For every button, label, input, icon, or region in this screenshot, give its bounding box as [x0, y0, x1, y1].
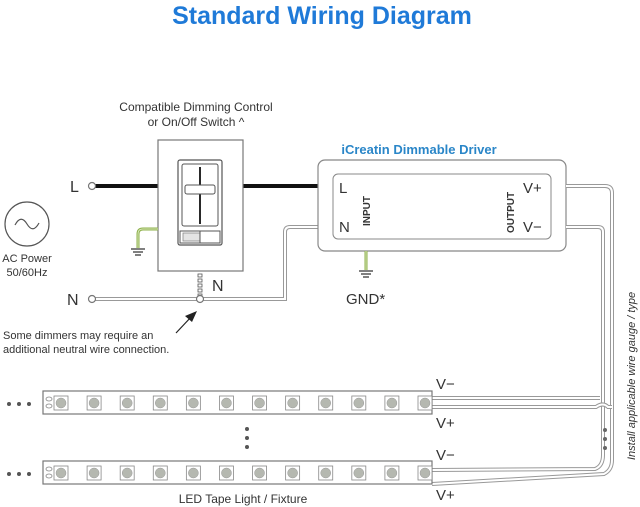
- driver-title: iCreatin Dimmable Driver: [341, 142, 496, 157]
- neutral-wire: [95, 225, 318, 301]
- led-emitter: [55, 397, 67, 409]
- led-emitter: [287, 467, 298, 479]
- strip1-vpos-label: V+: [436, 415, 455, 432]
- solder-pad: [45, 403, 53, 409]
- strip2-vneg-label: V−: [436, 447, 455, 464]
- led-emitter: [188, 397, 199, 409]
- led-emitter: [221, 397, 232, 409]
- led-emitter: [155, 397, 166, 409]
- led-strip-1: [42, 390, 433, 415]
- led-emitter: [254, 467, 265, 479]
- dimmable-driver: [317, 159, 567, 252]
- wire-continuation-dots: [603, 428, 607, 450]
- wire-gauge-note: Install applicable wire gauge / type: [626, 292, 638, 460]
- led-emitter: [419, 467, 431, 479]
- led-emitter: [254, 397, 265, 409]
- led-emitter: [88, 397, 100, 409]
- strip-stack-dots: [245, 427, 249, 449]
- led-emitter: [221, 467, 232, 479]
- led-emitter: [121, 397, 133, 409]
- driver-input-label: INPUT: [362, 196, 373, 226]
- ac-power-label: AC Power: [2, 253, 52, 265]
- led-strip-label: LED Tape Light / Fixture: [179, 492, 308, 506]
- note-line1: Some dimmers may require an: [3, 330, 153, 342]
- neutral-tap-label: N: [212, 278, 224, 295]
- driver-input-n: N: [339, 219, 350, 236]
- strip2-left-dots: [7, 472, 31, 476]
- diagram-title: Standard Wiring Diagram: [172, 2, 472, 30]
- neutral-label: N: [67, 292, 79, 309]
- led-emitter: [353, 397, 365, 409]
- dimmer-label-line1: Compatible Dimming Control: [119, 100, 272, 114]
- neutral-junction: [195, 294, 205, 304]
- strip1-left-dots: [7, 402, 31, 406]
- driver-ground-icon: [359, 251, 373, 278]
- output-wires: [431, 184, 614, 486]
- led-emitter: [88, 467, 100, 479]
- dimmer-switch: [157, 139, 244, 272]
- ac-source-icon: [4, 201, 50, 247]
- neutral-terminal: [87, 294, 97, 304]
- ac-frequency-label: 50/60Hz: [7, 267, 48, 279]
- led-emitter: [419, 397, 431, 409]
- dimmer-ground-icon: [131, 227, 158, 256]
- driver-output-label: OUTPUT: [506, 192, 517, 233]
- led-emitter: [188, 467, 199, 479]
- driver-ground-label: GND*: [346, 291, 385, 308]
- driver-output-vpos: V+: [523, 180, 542, 197]
- driver-output-vneg: V−: [523, 219, 542, 236]
- strip2-vpos-label: V+: [436, 487, 455, 504]
- dimmer-slider-knob: [184, 184, 216, 195]
- line-terminal: [87, 181, 97, 191]
- note-line2: additional neutral wire connection.: [3, 344, 169, 356]
- solder-pad: [45, 473, 53, 479]
- strip1-vneg-label: V−: [436, 376, 455, 393]
- dimmer-label-line2: or On/Off Switch ^: [148, 115, 245, 129]
- led-emitter: [55, 467, 67, 479]
- solder-pad: [45, 466, 53, 472]
- line-label: L: [70, 179, 79, 196]
- led-emitter: [320, 467, 331, 479]
- led-emitter: [386, 397, 398, 409]
- led-emitter: [353, 467, 365, 479]
- driver-input-l: L: [339, 180, 347, 197]
- neutral-tap: [197, 273, 203, 298]
- solder-pad: [45, 396, 53, 402]
- led-emitter: [287, 397, 298, 409]
- led-emitter: [155, 467, 166, 479]
- led-emitter: [320, 397, 331, 409]
- led-strip-2: [42, 460, 433, 485]
- arrow-icon: [175, 311, 197, 334]
- led-emitter: [121, 467, 133, 479]
- led-emitter: [386, 467, 398, 479]
